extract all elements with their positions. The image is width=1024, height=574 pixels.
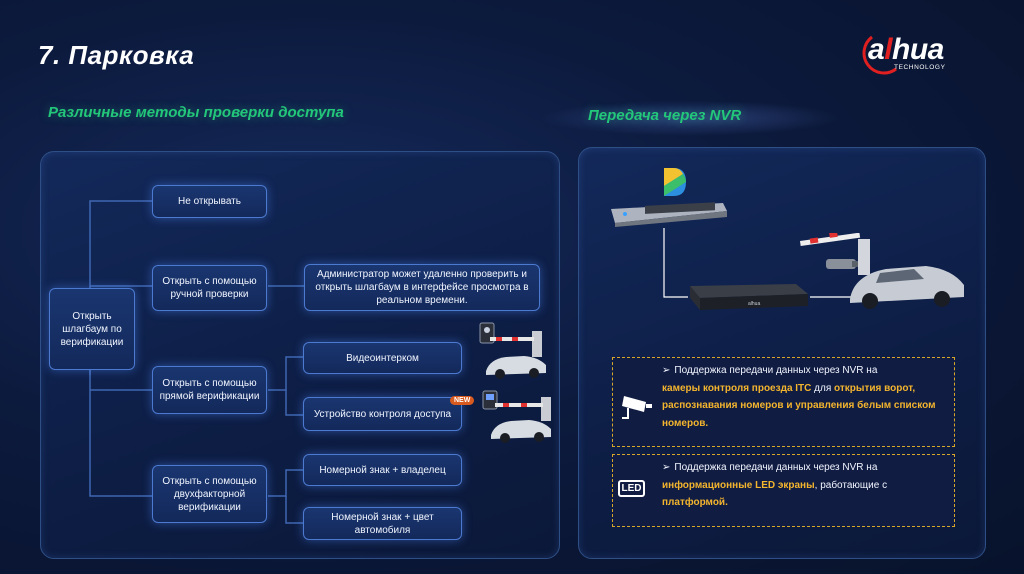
logo-subtitle: TECHNOLOGY (894, 64, 946, 71)
method-no-open: Не открывать (152, 185, 267, 218)
new-badge: NEW (450, 396, 475, 405)
led-screen-icon: LED (618, 480, 645, 497)
info-box-led (612, 454, 955, 527)
info-text-led: ➢Поддержка передачи данных через NVR на … (662, 462, 888, 508)
title-glow (540, 100, 840, 136)
direct-intercom: Видеоинтерком (303, 342, 462, 374)
method-direct: Открыть с помощью прямой верификации (152, 366, 267, 414)
camera-icon (622, 396, 652, 419)
server-rack-icon (611, 202, 727, 227)
nvr-brand-label: alhua (748, 301, 760, 307)
info-text-itc: ➢Поддержка передачи данных через NVR на … (662, 365, 936, 429)
two-factor-plate-color: Номерной знак + цвет автомобиля (303, 507, 462, 540)
page-title: 7. Парковка (38, 40, 195, 70)
section-title-methods: Различные методы проверки доступа (48, 104, 344, 121)
root-node: Открыть шлагбаум по верификации (49, 288, 135, 370)
itc-barrier-car-illustration (800, 233, 964, 309)
dahua-logo: alhua TECHNOLOGY (862, 33, 986, 77)
nvr-device-icon: alhua (690, 284, 808, 310)
two-factor-plate-owner: Номерной знак + владелец (303, 454, 462, 486)
intercom-barrier-car-illustration (479, 322, 546, 379)
method-manual: Открыть с помощью ручной проверки (152, 265, 267, 311)
manual-description: Администратор может удаленно проверить и… (304, 264, 540, 311)
access-device-barrier-car-illustration (482, 390, 551, 443)
info-box-itc (612, 357, 955, 447)
method-two-factor: Открыть с помощью двухфакторной верифика… (152, 465, 267, 523)
direct-access-control: Устройство контроля доступа (303, 397, 462, 431)
dss-logo-icon (664, 168, 686, 196)
section-title-nvr: Передача через NVR (588, 107, 742, 124)
